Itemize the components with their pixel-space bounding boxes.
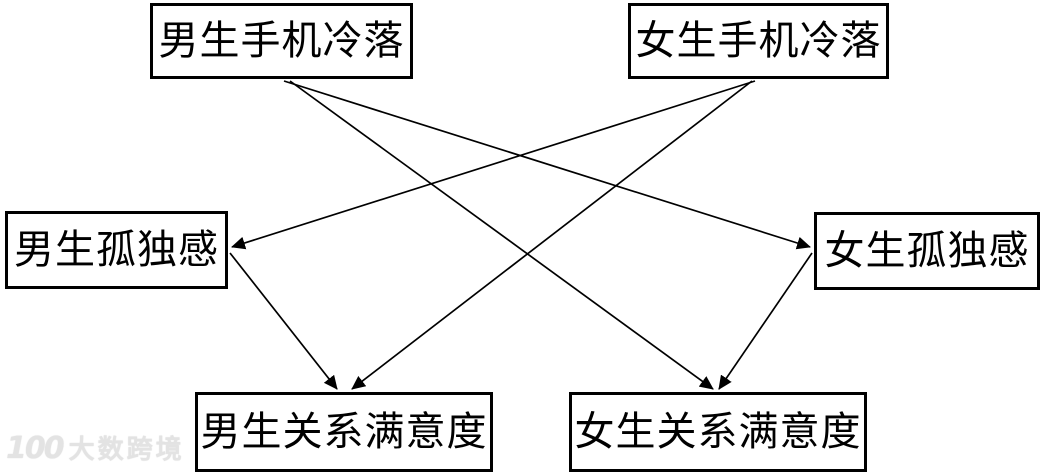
watermark: 100 大数跨境 — [6, 434, 185, 464]
node-label-male-satisfaction: 男生关系满意度 — [200, 409, 488, 455]
arrow-female-phubbing-to-male-loneliness — [231, 80, 756, 250]
node-female-satisfaction: 女生关系满意度 — [569, 392, 867, 472]
node-label-male-loneliness: 男生孤独感 — [14, 227, 219, 273]
node-label-female-loneliness: 女生孤独感 — [824, 228, 1030, 274]
watermark-text: 大数跨境 — [68, 434, 185, 465]
node-label-male-phubbing: 男生手机冷落 — [158, 18, 405, 64]
arrow-male-phubbing-to-female-loneliness — [283, 80, 811, 250]
arrow-male-phubbing-to-female-satisfaction — [289, 80, 714, 390]
node-label-female-satisfaction: 女生关系满意度 — [574, 409, 862, 455]
arrow-male-loneliness-to-male-satisfaction — [229, 252, 338, 390]
node-male-loneliness: 男生孤独感 — [5, 211, 228, 289]
node-male-satisfaction: 男生关系满意度 — [195, 392, 493, 472]
node-label-female-phubbing: 女生手机冷落 — [635, 18, 882, 64]
arrow-group — [229, 80, 813, 390]
node-female-loneliness: 女生孤独感 — [814, 212, 1040, 290]
arrow-female-loneliness-to-female-satisfaction — [718, 252, 813, 390]
arrow-female-phubbing-to-male-satisfaction — [351, 80, 753, 390]
node-male-phubbing: 男生手机冷落 — [150, 3, 413, 79]
watermark-logo-icon: 100 — [6, 431, 65, 466]
node-female-phubbing: 女生手机冷落 — [628, 3, 889, 79]
